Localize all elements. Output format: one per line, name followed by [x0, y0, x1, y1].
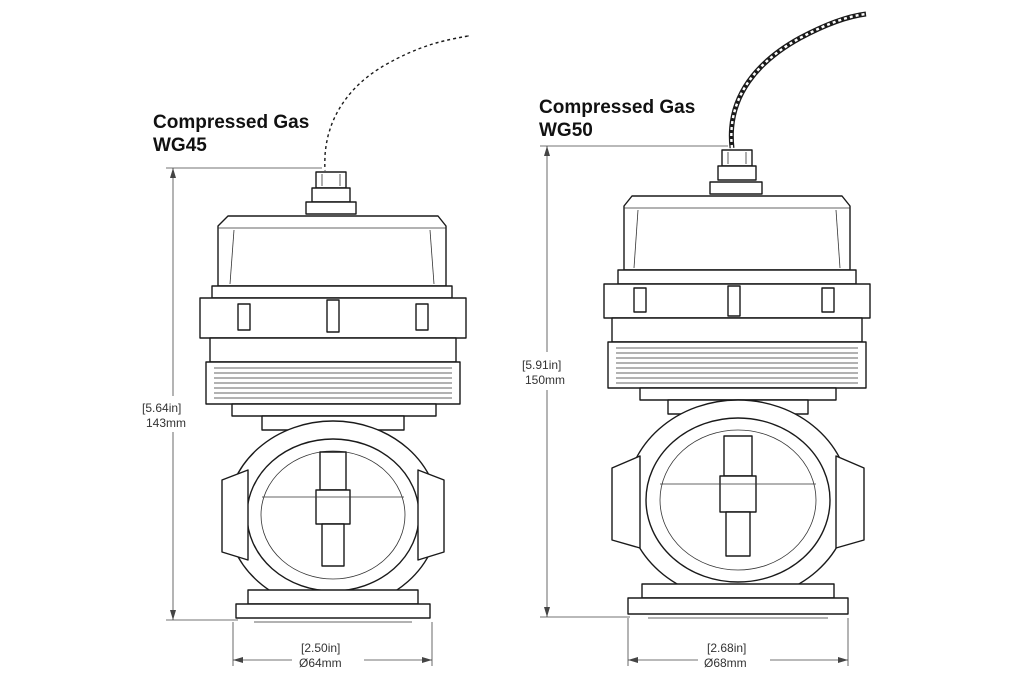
wg50-title-line1: Compressed Gas	[539, 97, 696, 118]
wg45-height-dimension	[166, 167, 322, 621]
wg50-width-dimension	[627, 618, 849, 666]
wg50-width-inches: [2.68in]	[707, 641, 747, 655]
wg45-width-inches: [2.50in]	[301, 641, 341, 655]
wg50-wastegate-illustration	[603, 11, 871, 619]
wg45-wastegate-illustration	[199, 34, 469, 623]
wg45-width-dimension	[232, 622, 433, 666]
wg45-height-inches: [5.64in]	[142, 401, 182, 415]
wg50-width-mm: Ø68mm	[704, 656, 747, 670]
wg50-title-line2: WG50	[539, 120, 593, 141]
wg45-width-mm: Ø64mm	[299, 656, 342, 670]
wg45-title-line2: WG45	[153, 135, 207, 156]
wg45-title-line1: Compressed Gas	[153, 112, 310, 133]
wg45-height-mm: 143mm	[146, 416, 187, 430]
wg50-height-inches: [5.91in]	[522, 358, 562, 372]
wg50-height-mm: 150mm	[525, 373, 566, 387]
wg50-height-dimension	[540, 145, 728, 618]
